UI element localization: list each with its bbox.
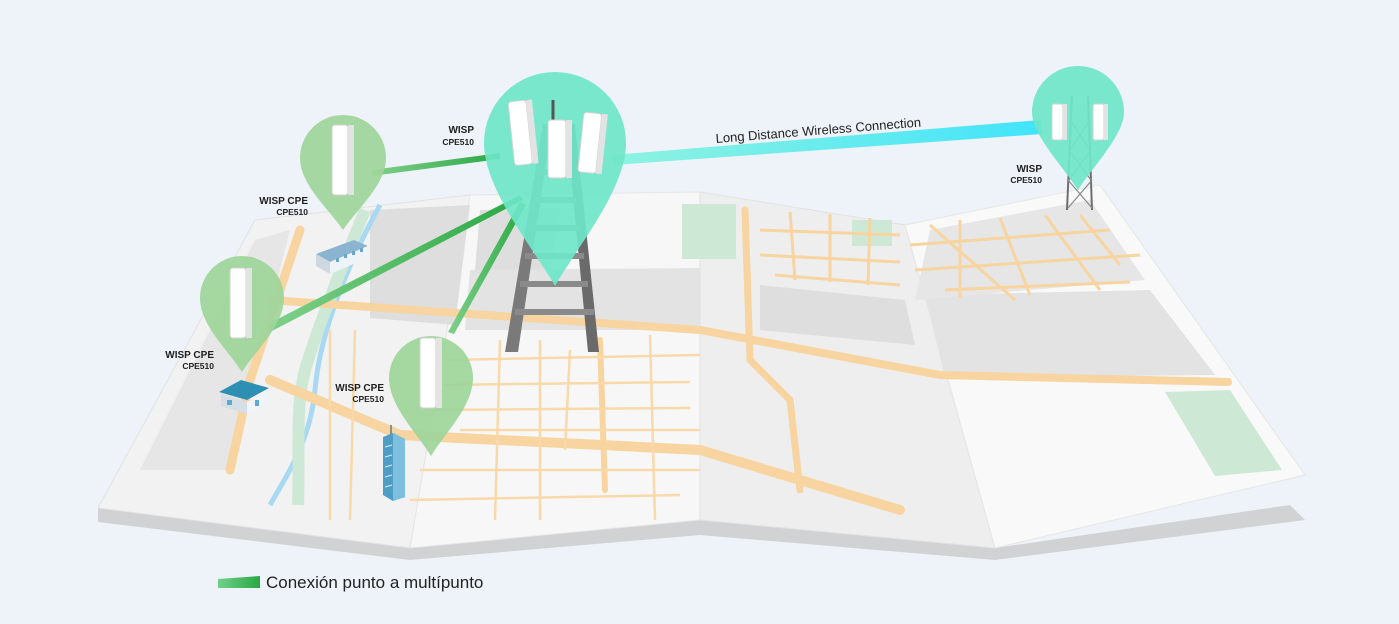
cpe510-device-icon bbox=[1092, 103, 1108, 141]
tower-title: WISP bbox=[448, 125, 474, 136]
link-cpe-top bbox=[372, 153, 500, 176]
cpe510-device-icon bbox=[331, 124, 354, 196]
cpe510-device-icon bbox=[1051, 103, 1067, 141]
school-building-icon bbox=[316, 240, 368, 274]
cpe510-device-icon bbox=[507, 99, 539, 166]
cpe-bottom-model: CPE510 bbox=[352, 394, 384, 404]
cpe510-device-icon bbox=[419, 337, 442, 409]
cpe-bottom-title: WISP CPE bbox=[335, 383, 384, 394]
park bbox=[1165, 390, 1282, 476]
link-cpe-middle bbox=[268, 195, 523, 332]
cpe-pin-top bbox=[299, 114, 387, 230]
remote-tower-title: WISP bbox=[1016, 164, 1042, 175]
folded-map bbox=[97, 184, 1306, 560]
cpe510-device-icon bbox=[229, 267, 252, 339]
park bbox=[682, 204, 736, 259]
cpe-pin-middle bbox=[200, 256, 284, 372]
point-to-multipoint-links bbox=[268, 153, 526, 334]
cpe-middle-model: CPE510 bbox=[182, 361, 214, 371]
cpe-middle-title: WISP CPE bbox=[165, 350, 214, 361]
cpe-top-title: WISP CPE bbox=[259, 196, 308, 207]
legend-swatch bbox=[218, 576, 260, 588]
legend-label: Conexión punto a multípunto bbox=[266, 573, 483, 592]
remote-tower-pin bbox=[1032, 66, 1124, 190]
long-distance-link bbox=[612, 120, 1042, 165]
legend: Conexión punto a multípunto bbox=[218, 573, 483, 592]
main-tower-pin bbox=[484, 72, 626, 286]
cpe-top-model: CPE510 bbox=[276, 207, 308, 217]
skyscraper-icon bbox=[383, 425, 405, 501]
tower-model: CPE510 bbox=[442, 137, 474, 147]
link-cpe-bottom bbox=[448, 202, 526, 334]
cpe-pin-bottom bbox=[389, 336, 473, 456]
house-icon bbox=[219, 380, 269, 414]
cpe510-device-icon bbox=[547, 119, 572, 179]
remote-tower-model: CPE510 bbox=[1010, 175, 1042, 185]
cpe510-device-icon bbox=[577, 111, 608, 175]
